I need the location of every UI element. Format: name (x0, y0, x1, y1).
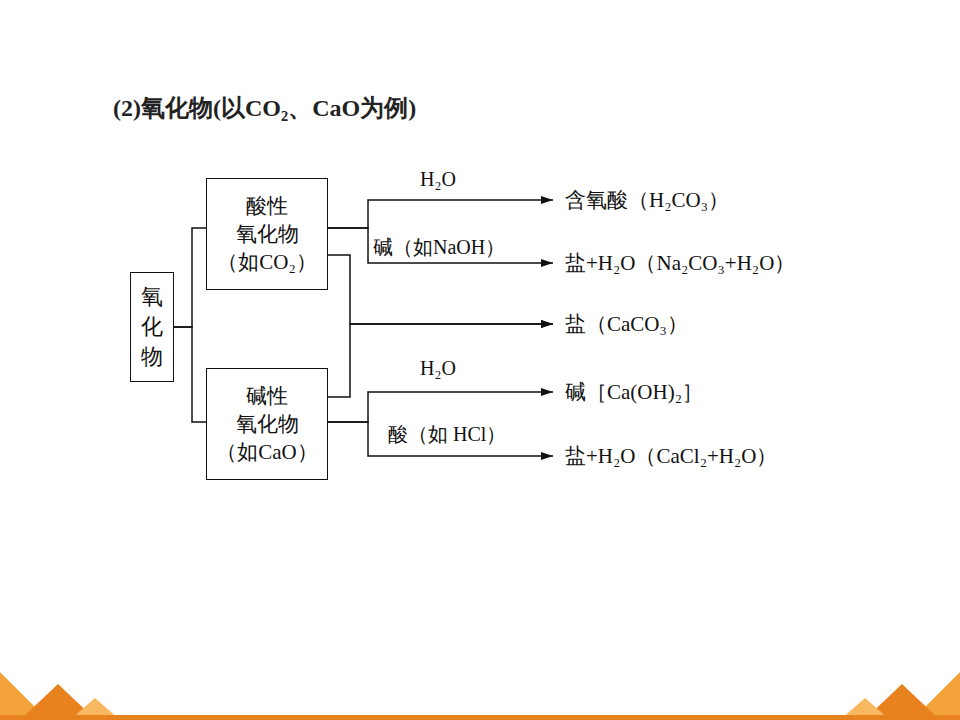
node-text: 氧化物 (141, 282, 163, 372)
node-text: 含氧酸（H₂CO₃） (565, 186, 729, 214)
connector (174, 228, 206, 327)
category-box: 氧化物 (130, 272, 174, 382)
edge-label: H₂O (420, 357, 456, 380)
product-text: 盐+H₂O（CaCl₂+H₂O） (553, 441, 893, 471)
connector (328, 392, 553, 422)
product-text: 盐+H₂O（Na₂CO₃+H₂O） (553, 248, 893, 278)
node-text: 酸性 氧化物 （如CO₂） (210, 192, 324, 276)
edge-label: H₂O (420, 168, 456, 191)
edge-label: 酸（如 HCl） (388, 421, 506, 448)
oxide-type-box: 酸性 氧化物 （如CO₂） (206, 178, 328, 290)
connector (328, 422, 553, 456)
connector (328, 200, 553, 228)
node-text: 碱性 氧化物 （如CaO） (210, 382, 324, 466)
bottom-rule (0, 715, 960, 720)
product-text: 盐（CaCO₃） (553, 309, 773, 339)
connector (174, 327, 206, 422)
connector (328, 255, 553, 324)
edge-label: 碱（如NaOH） (373, 234, 505, 261)
connector (328, 324, 553, 397)
product-text: 碱［Ca(OH)₂］ (553, 377, 783, 407)
node-text: 盐+H₂O（CaCl₂+H₂O） (565, 442, 777, 470)
oxide-type-box: 碱性 氧化物 （如CaO） (206, 368, 328, 480)
node-text: 盐+H₂O（Na₂CO₃+H₂O） (565, 249, 795, 277)
connector (328, 228, 553, 263)
product-text: 含氧酸（H₂CO₃） (553, 185, 783, 215)
node-text: 碱［Ca(OH)₂］ (565, 378, 703, 406)
node-text: 盐（CaCO₃） (565, 310, 688, 338)
diagram-title: (2)氧化物(以CO₂、CaO为例) (113, 92, 416, 124)
